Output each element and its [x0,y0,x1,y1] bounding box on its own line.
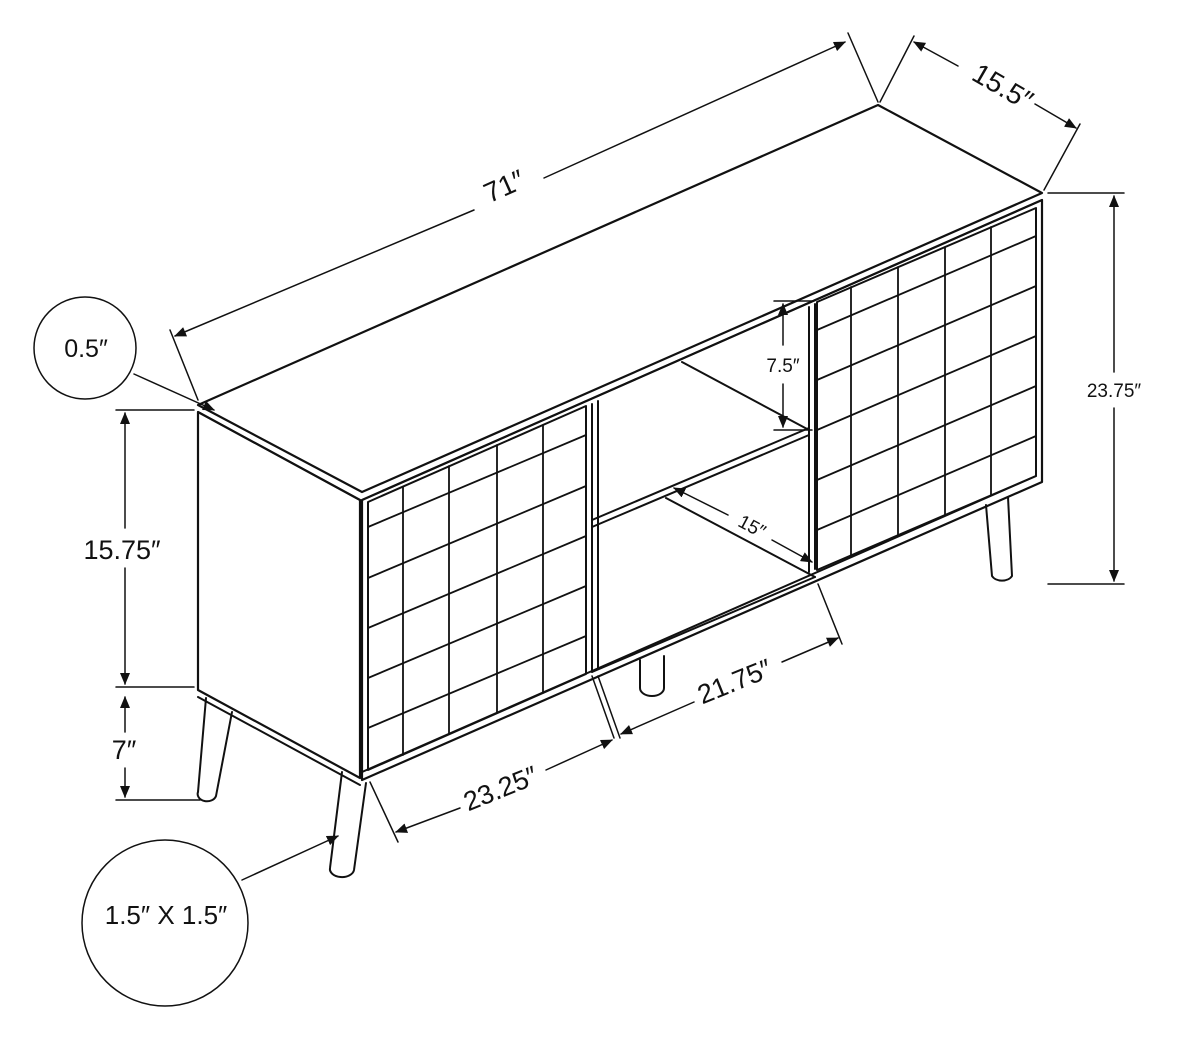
leg-height-label: 7″ [112,735,137,765]
depth-label: 15.5″ [967,57,1038,116]
leg-middle [639,655,665,697]
legs [196,496,1013,879]
leg-section-label: 1.5″ X 1.5″ [105,900,227,930]
cabinet-height-label: 15.75″ [83,535,161,565]
leg-back-left [196,697,233,803]
top-panel [196,103,1044,494]
front-face [360,198,1044,782]
dimension-lines [115,32,1125,881]
leg-section-callout [81,839,249,1007]
left-side-bottom [197,696,361,786]
width-label: 71″ [479,164,529,209]
open-compartment [591,303,816,673]
door-width-label: 23.25″ [459,760,542,817]
shelf-height-label: 7.5″ [766,356,799,377]
shelf-depth-label: 15″ [734,511,769,543]
opening-width-label: 21.75″ [693,653,776,710]
left-door-grid [367,424,587,756]
top-thickness-label: 0.5″ [64,335,108,363]
leg-front-left [328,771,367,879]
right-door-grid [816,226,1037,556]
tv-stand-body [196,103,1044,879]
left-side-panel [196,410,362,780]
height-label: 23.75″ [1087,381,1142,402]
leg-right [985,496,1013,582]
top-thickness-callout [33,296,137,400]
left-door [367,405,587,771]
